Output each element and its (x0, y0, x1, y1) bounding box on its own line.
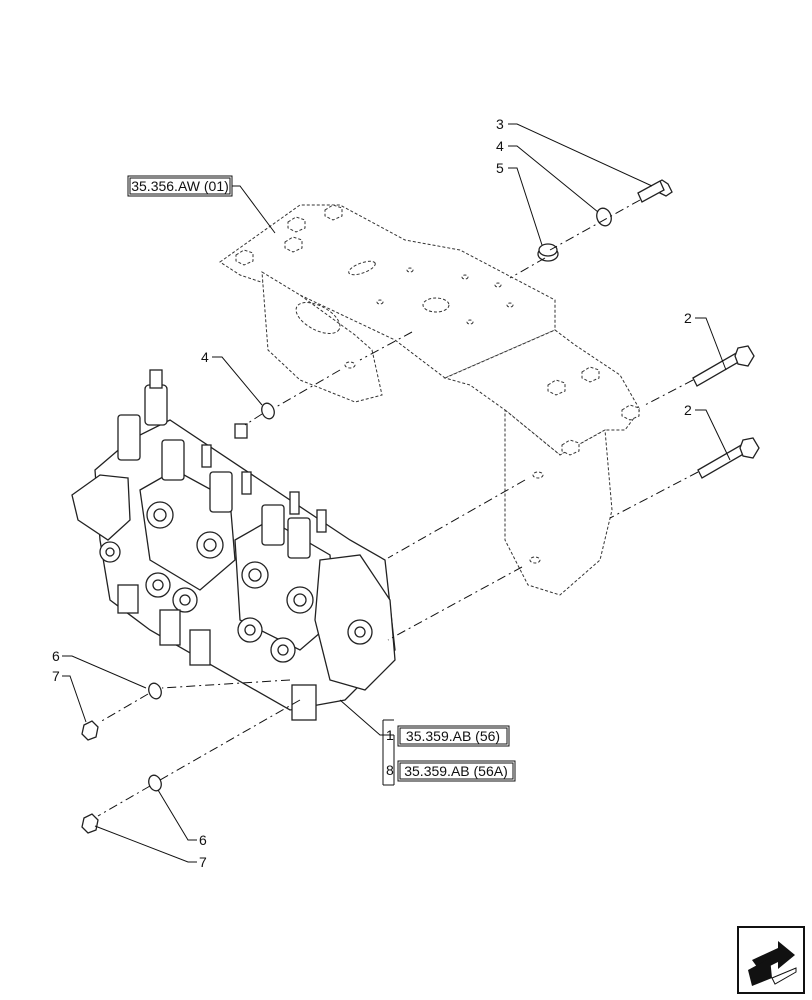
callout-4-left: 4 (201, 349, 209, 365)
long-bolt-item-2-upper (692, 345, 755, 387)
valve-ref-item-1: 1 (386, 727, 394, 743)
callout-numbers: 3 4 5 2 2 4 6 7 6 7 (52, 116, 692, 870)
callout-2-upper: 2 (684, 310, 692, 326)
bracket-reference[interactable]: 35.356.AW (01) (127, 175, 233, 197)
callout-5: 5 (496, 160, 504, 176)
callout-7-upper: 7 (52, 668, 60, 684)
bolt-item-3 (637, 179, 673, 203)
long-bolt-item-2-lower (697, 437, 760, 479)
washer-item-4-top (596, 207, 612, 227)
callout-6-lower: 6 (199, 832, 207, 848)
bracket-reference-text: 35.356.AW (01) (131, 178, 229, 194)
control-valve-assembly (71, 369, 396, 721)
assembly-center-lines (97, 199, 699, 817)
next-page-arrow-icon[interactable] (737, 926, 805, 994)
callout-6-upper: 6 (52, 648, 60, 664)
leader-lines (62, 123, 731, 863)
callout-4-top: 4 (496, 138, 504, 154)
callout-7-lower: 7 (199, 854, 207, 870)
mounting-bracket (219, 204, 641, 596)
nut-item-7-upper (81, 720, 99, 741)
washer-item-4-left (261, 402, 275, 420)
callout-2-lower: 2 (684, 402, 692, 418)
nut-item-7-lower (81, 813, 99, 834)
valve-reference-8-text: 35.359.AB (56A) (404, 763, 508, 779)
callout-3: 3 (496, 116, 504, 132)
valve-reference-1-text: 35.359.AB (56) (406, 728, 500, 744)
washer-item-6-lower (148, 774, 162, 792)
valve-reference-1[interactable]: 1 35.359.AB (56) (386, 725, 510, 747)
bracket-bolt-heads (235, 204, 640, 456)
bushing-item-5 (537, 243, 559, 262)
valve-ref-item-8: 8 (386, 762, 394, 778)
valve-reference-8[interactable]: 8 35.359.AB (56A) (386, 760, 516, 782)
washer-item-6-upper (148, 682, 162, 700)
